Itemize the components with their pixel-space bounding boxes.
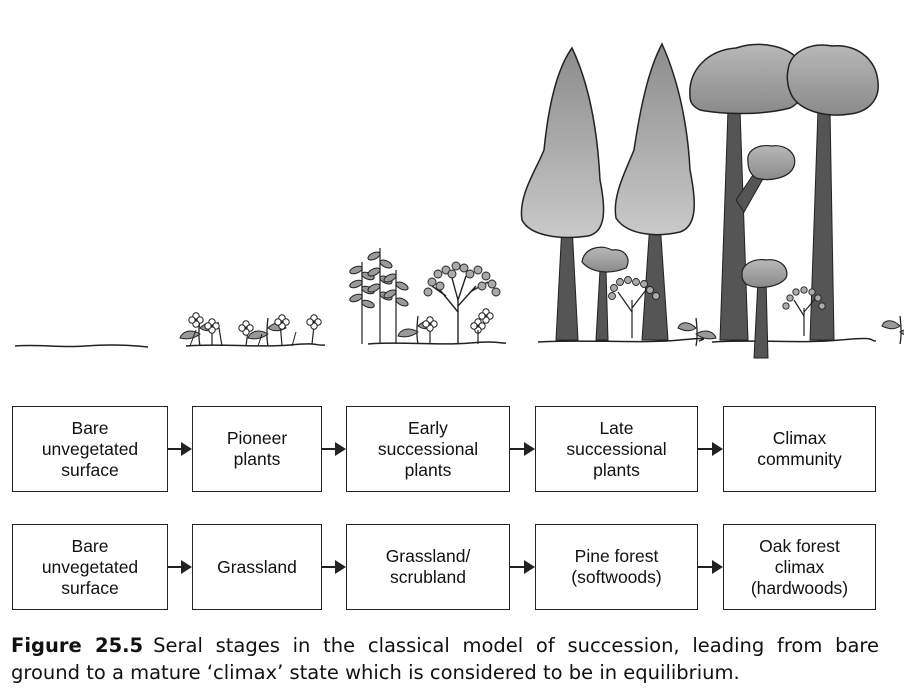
stage-box-pioneer-plants: Pioneer plants xyxy=(192,406,322,492)
example-box-grassland-scrubland: Grassland/ scrubland xyxy=(346,524,510,610)
stage-arrow-1 xyxy=(168,442,192,456)
bare-surface-drawing xyxy=(14,344,149,348)
example-box-pine-forest: Pine forest (softwoods) xyxy=(535,524,698,610)
example-arrow-4 xyxy=(698,560,723,574)
stage-box-late-successional: Late successional plants xyxy=(535,406,698,492)
late-successional-drawing xyxy=(520,42,705,343)
example-box-oak-forest: Oak forest climax (hardwoods) xyxy=(723,524,876,610)
stage-arrow-3 xyxy=(510,442,535,456)
figure-caption-text: Seral stages in the classical model of s… xyxy=(11,634,879,684)
stage-box-climax-community: Climax community xyxy=(723,406,876,492)
figure-label: Figure 25.5 xyxy=(11,634,144,657)
example-box-grassland: Grassland xyxy=(192,524,322,610)
example-arrow-1 xyxy=(168,560,192,574)
succession-illustration xyxy=(14,42,904,359)
example-box-bare-surface: Bare unvegetated surface xyxy=(12,524,168,610)
pioneer-plants-drawing xyxy=(179,312,904,347)
stage-box-early-successional: Early successional plants xyxy=(346,406,510,492)
early-successional-drawing xyxy=(348,248,507,345)
example-arrow-2 xyxy=(322,560,346,574)
example-arrow-3 xyxy=(510,560,535,574)
climax-community-drawing xyxy=(689,43,879,359)
stage-arrow-2 xyxy=(322,442,346,456)
stage-box-bare-surface: Bare unvegetated surface xyxy=(12,406,168,492)
stage-arrow-4 xyxy=(698,442,723,456)
